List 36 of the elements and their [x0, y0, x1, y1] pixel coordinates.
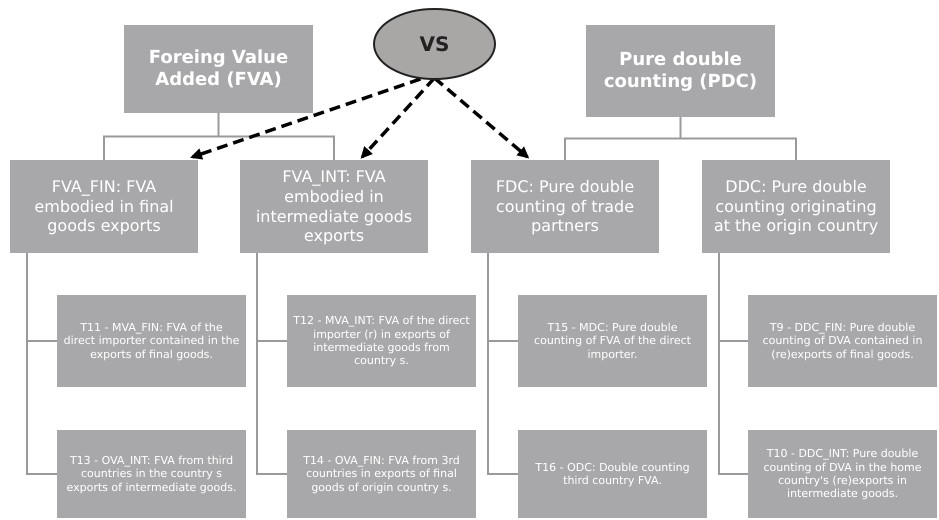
- box-text: T13 - OVA_INT: FVA from third countries in the country s exports of intermediate goods.: [66, 454, 238, 494]
- connector-line: [487, 253, 518, 475]
- box-text: FVA_INT: FVA embodied in intermediate goods exports: [254, 167, 414, 246]
- category-box: [471, 160, 659, 253]
- box-text: T10 - DDC_INT: Pure double counting of DVA in the home country's (re)exports in intermediate goods.: [762, 447, 923, 501]
- dashed-arrow: [190, 77, 422, 160]
- connector-line: [718, 253, 748, 475]
- box-text: DDC: Pure double counting originating at the origin country: [712, 177, 880, 236]
- term-box: [748, 295, 937, 387]
- connector-line: [680, 117, 797, 160]
- comparison-ellipse: [373, 8, 496, 80]
- category-box: [124, 25, 313, 113]
- connector-line: [26, 253, 57, 475]
- box-text: Foreing Value Added (FVA): [148, 47, 290, 91]
- category-box: [586, 25, 775, 117]
- box-text: Pure double counting (PDC): [602, 49, 758, 93]
- box-text: T11 - MVA_FIN: FVA of the direct importer contained in the exports of final goods.: [63, 320, 240, 362]
- box-text: T15 - MDC: Pure double counting of FVA of the direct importer.: [533, 320, 692, 362]
- box-text: FDC: Pure double counting of trade partners: [494, 177, 636, 236]
- box-text: FVA_FIN: FVA embodied in final goods exports: [33, 177, 175, 236]
- term-box: [57, 295, 246, 387]
- term-box: [287, 295, 476, 387]
- term-box: [748, 430, 937, 518]
- box-text: VS: [420, 32, 450, 56]
- term-box: [287, 430, 476, 518]
- box-text: T12 - MVA_INT: FVA of the direct importer (r) in exports of intermediate goods from country s.: [293, 314, 470, 368]
- term-box: [57, 430, 246, 518]
- term-box: [518, 430, 707, 518]
- box-text: T14 - OVA_FIN: FVA from 3rd countries in exports of final goods of origin country s.: [302, 454, 461, 494]
- category-box: [702, 160, 890, 253]
- connector-line: [256, 253, 287, 475]
- category-box: [10, 160, 198, 253]
- category-box: [240, 160, 428, 253]
- box-text: T16 - ODC: Double counting third country FVA.: [534, 460, 691, 488]
- box-text: T9 - DDC_FIN: Pure double counting of DVA contained in (re)exports of final goods.: [762, 320, 924, 362]
- term-box: [518, 295, 707, 387]
